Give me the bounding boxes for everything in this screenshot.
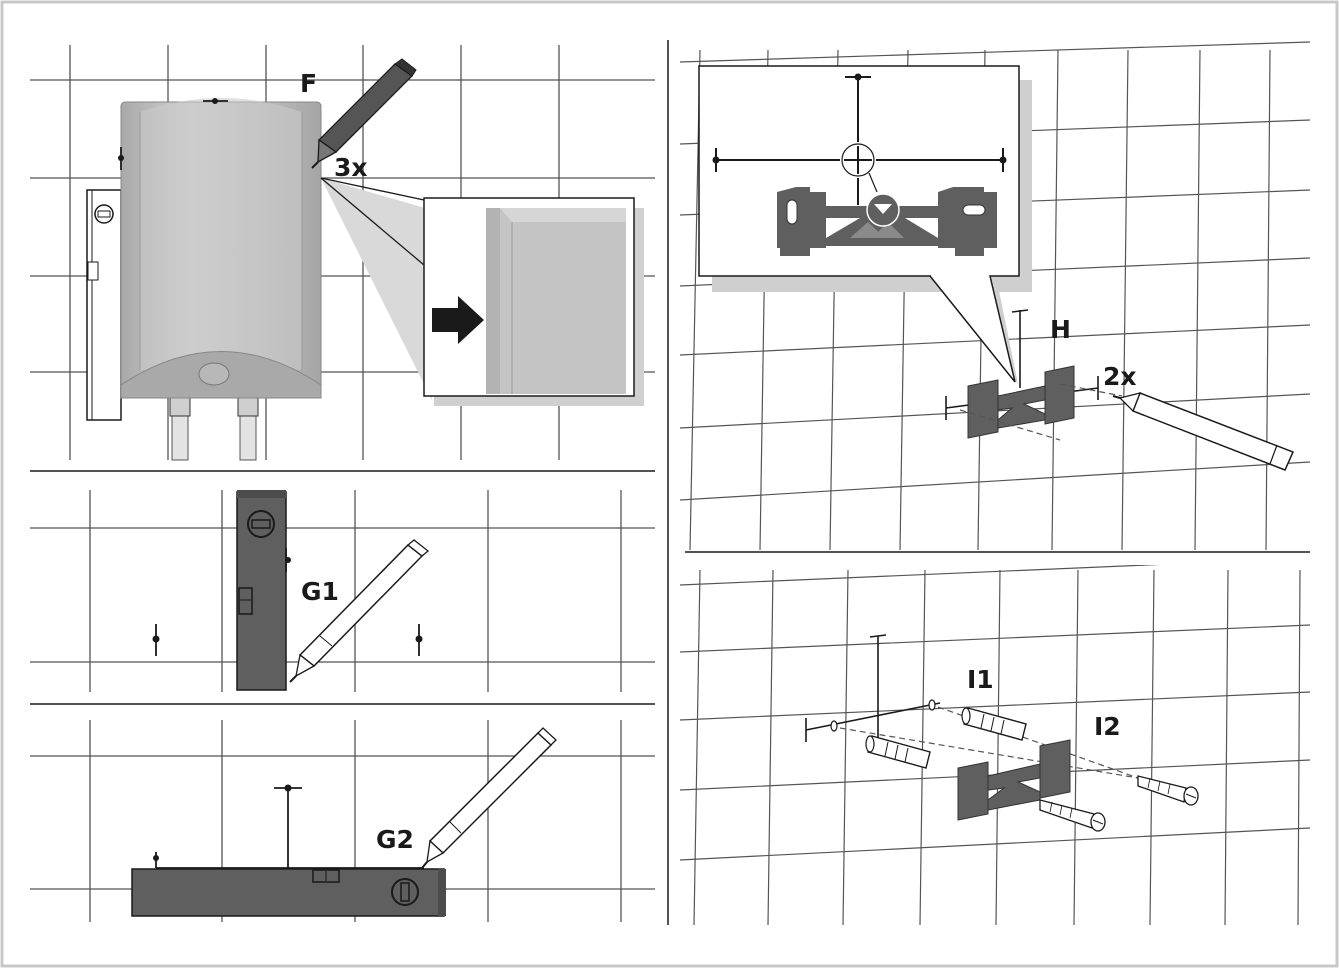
label-f: F [300, 69, 317, 98]
water-pipes [169, 393, 259, 461]
screw-icon [1039, 799, 1106, 832]
mark-left [118, 147, 124, 170]
spirit-level-icon [236, 490, 287, 691]
mark-g2-vertical [274, 784, 302, 868]
wall-bracket-icon [957, 739, 1071, 821]
wall-bracket-icon [777, 187, 997, 256]
tile-grid-i [680, 565, 1310, 925]
label-g1: G1 [301, 577, 339, 606]
mark-g2-horizontal [153, 852, 424, 869]
label-2x: 2x [1103, 362, 1137, 391]
label-g2: G2 [376, 825, 414, 854]
wall-plug-icon [865, 735, 931, 769]
mark-top [203, 98, 228, 104]
label-h: H [1050, 315, 1071, 344]
panel-i: I1 I2 [680, 565, 1310, 925]
tile-grid-g1 [30, 490, 655, 692]
panel-f: F 3x [30, 45, 655, 461]
panel-g1: G1 [30, 490, 655, 692]
label-3x: 3x [334, 153, 368, 182]
arrow-right-icon [432, 296, 484, 344]
wall-bracket-icon [945, 309, 1123, 441]
panel-g2: G2 [30, 720, 655, 922]
mark-g1-level [285, 548, 291, 572]
screw-icon [1137, 775, 1199, 806]
label-i2: I2 [1094, 712, 1121, 741]
spirit-level-icon [86, 189, 122, 421]
marker-pen-icon [289, 539, 430, 683]
mark-g1-right [415, 624, 423, 656]
spirit-level-icon [131, 868, 446, 917]
marker-pen-icon [1112, 392, 1295, 471]
mark-g1-left [152, 624, 160, 656]
marker-pen-icon [311, 58, 417, 169]
detail-callout-h [698, 65, 1032, 384]
panel-h: H 2x [680, 41, 1310, 550]
wall-plug-icon [961, 707, 1027, 741]
marker-pen-icon [421, 727, 557, 869]
water-heater [120, 98, 322, 399]
detail-callout-f [320, 177, 644, 406]
label-i1: I1 [967, 665, 994, 694]
